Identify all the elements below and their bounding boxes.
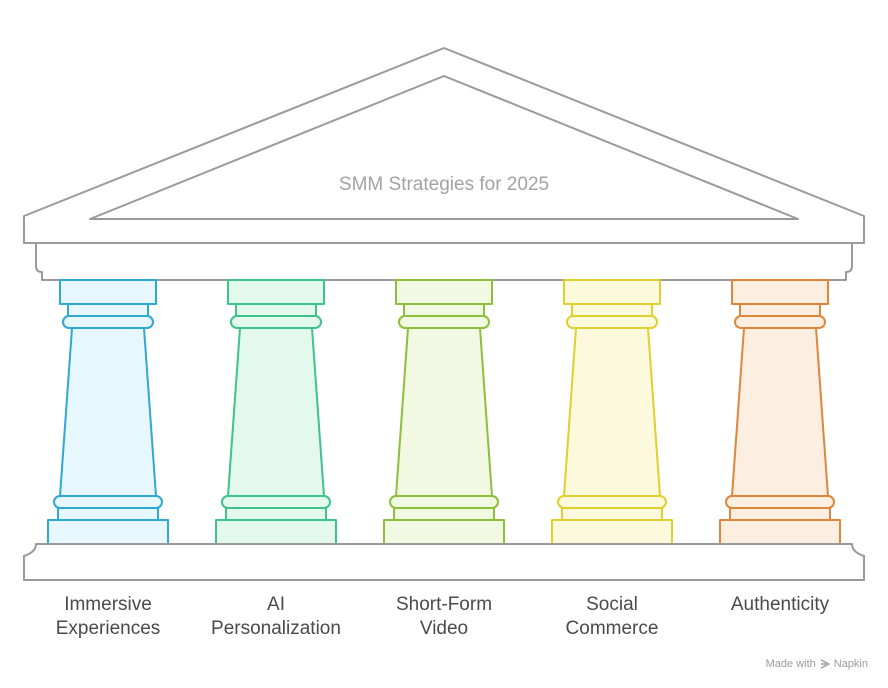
pillar-plinth (719, 519, 841, 545)
pillar-label-line2: Experiences (55, 618, 161, 639)
pillars (47, 279, 841, 545)
pillar-social-commerce (551, 279, 673, 545)
pillar-top-ring (62, 315, 154, 329)
pillar-label-line1: Authenticity (730, 594, 830, 615)
pillar-shaft (395, 327, 493, 497)
pillar-shaft (563, 327, 661, 497)
pillar-plinth (551, 519, 673, 545)
pillar-label-line2: Personalization (211, 618, 341, 639)
pillar-label-line1: Social (586, 594, 638, 615)
pillar-capital (563, 279, 661, 305)
pillar-bottom-ring (725, 495, 835, 509)
pillar-capital (731, 279, 829, 305)
pillar-label-line2: Commerce (565, 618, 659, 639)
pillar-label-line2: Video (419, 618, 469, 639)
pillar-label-social-commerce: Social Commerce (532, 593, 692, 641)
pillar-label-line1: AI (267, 594, 285, 615)
pillar-label-line1: Short-Form (395, 594, 493, 615)
pillar-bottom-ring (53, 495, 163, 509)
pillar-lower-neck (561, 507, 663, 521)
made-with-napkin-watermark[interactable]: Made with Napkin (766, 658, 868, 670)
pillar-capital (227, 279, 325, 305)
pillar-label-immersive-experiences: Immersive Experiences (28, 593, 188, 641)
pillar-lower-neck (57, 507, 159, 521)
pillar-neck (739, 303, 821, 317)
pillar-neck (67, 303, 149, 317)
pillar-lower-neck (729, 507, 831, 521)
pillar-label-short-form-video: Short-Form Video (364, 593, 524, 641)
base (23, 543, 865, 581)
pillar-authenticity (719, 279, 841, 545)
pillar-top-ring (566, 315, 658, 329)
roof-inner (89, 75, 799, 220)
pillar-plinth (215, 519, 337, 545)
pillar-capital (395, 279, 493, 305)
pillar-neck (235, 303, 317, 317)
pillar-plinth (47, 519, 169, 545)
pillar-ai-personalization (215, 279, 337, 545)
pillar-capital (59, 279, 157, 305)
pillar-bottom-ring (557, 495, 667, 509)
pillar-lower-neck (393, 507, 495, 521)
pillar-top-ring (734, 315, 826, 329)
pillar-top-ring (398, 315, 490, 329)
pillar-bottom-ring (221, 495, 331, 509)
watermark-prefix: Made with (765, 658, 816, 670)
pillar-top-ring (230, 315, 322, 329)
pillar-shaft (731, 327, 829, 497)
watermark-brand: Napkin (833, 658, 868, 670)
diagram-title: SMM Strategies for 2025 (339, 174, 549, 195)
pillar-shaft (59, 327, 157, 497)
roof (23, 47, 865, 244)
pillar-plinth (383, 519, 505, 545)
pillar-label-line1: Immersive (64, 594, 152, 615)
napkin-logo-icon (820, 659, 830, 669)
pillar-lower-neck (225, 507, 327, 521)
pillar-label-ai-personalization: AI Personalization (196, 593, 356, 641)
pillar-short-form-video (383, 279, 505, 545)
entablature (35, 242, 853, 281)
pillar-label-authenticity: Authenticity (700, 593, 860, 617)
pillar-immersive-experiences (47, 279, 169, 545)
pillar-neck (571, 303, 653, 317)
pillar-bottom-ring (389, 495, 499, 509)
pillar-shaft (227, 327, 325, 497)
pillar-neck (403, 303, 485, 317)
